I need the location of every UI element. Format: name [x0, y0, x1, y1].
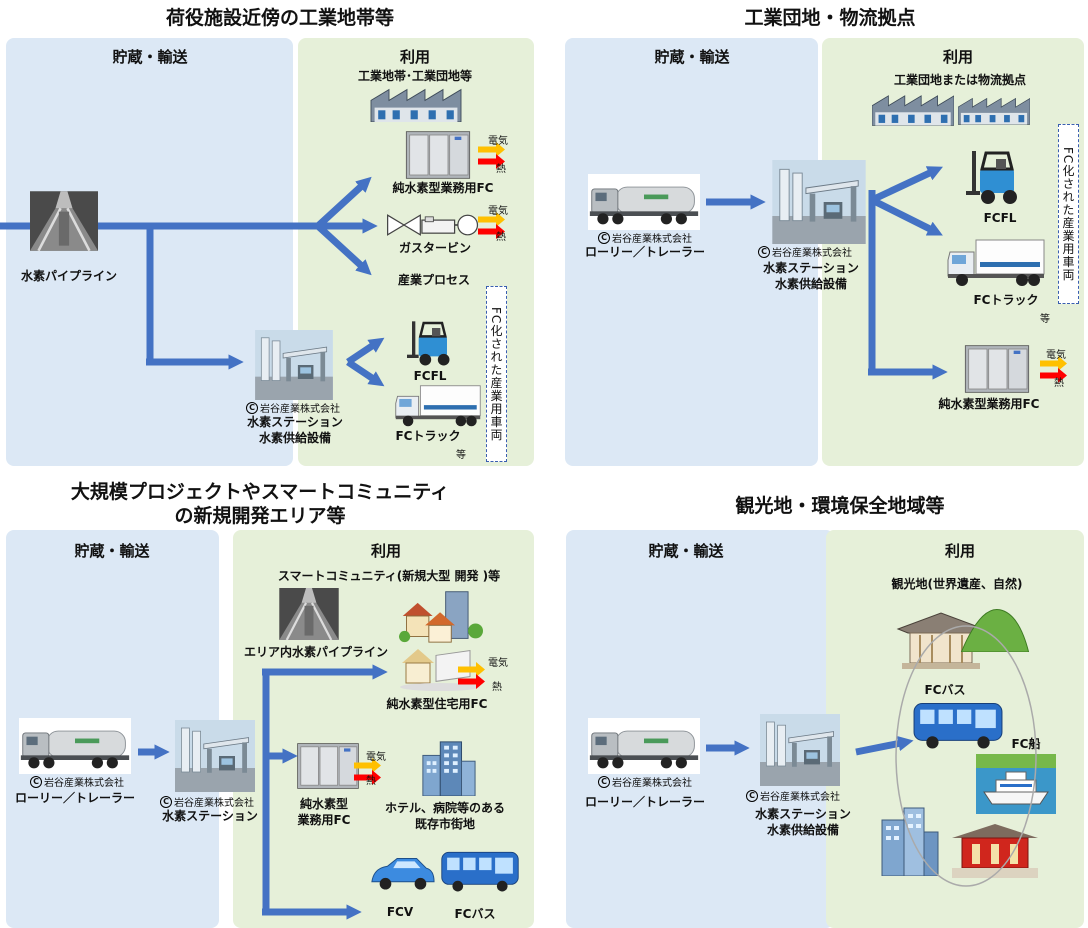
q4-tourist-area-label: 観光地(世界遺産、自然) — [891, 577, 1023, 591]
q2-vertical-note: FC化された産業用車両 — [1058, 124, 1079, 304]
q3-area-pipeline-label: エリア内水素パイプライン — [244, 645, 389, 659]
q3-residential-electricity: 電気 — [488, 658, 508, 669]
q3-hotel-label: ホテル、病院等のある既存市街地 — [384, 801, 505, 831]
q4-fc-bus-label: FCバス — [924, 683, 966, 697]
q1-industrial-process-label: 産業プロセス — [397, 273, 470, 287]
q1-gt-heat: 熱 — [496, 232, 506, 243]
q2-electricity: 電気 — [1046, 350, 1066, 361]
q1-pure-h2-fc-label: 純水素型業務用FC — [392, 181, 494, 195]
q1-usage-heading: 利用 — [399, 48, 430, 66]
q2-fc-truck-label: FCトラック — [973, 293, 1039, 307]
q1-etc: 等 — [456, 450, 466, 461]
q1-fc-electricity: 電気 — [488, 136, 508, 147]
q2-fcfl-label: FCFL — [983, 211, 1017, 225]
q3-fc-bus-label: FCバス — [454, 907, 496, 921]
q2-storage-panel — [565, 38, 818, 466]
q4-lorry-label: ローリー／トレーラー — [584, 795, 705, 809]
q3-pure-h2-residential-label: 純水素型住宅用FC — [386, 697, 488, 711]
q1-industrial-area-label: 工業地帯･工業団地等 — [357, 69, 472, 83]
q3-business-electricity: 電気 — [366, 752, 386, 763]
q3-smart-community-label: スマートコミュニティ(新規大型 開発 )等 — [277, 569, 501, 583]
q1-gt-electricity: 電気 — [488, 206, 508, 217]
q4-storage-heading: 貯蔵・輸送 — [648, 542, 724, 560]
q1-fc-heat: 熱 — [496, 164, 506, 175]
q2-etc: 等 — [1040, 314, 1050, 325]
q4-usage-heading: 利用 — [944, 542, 975, 560]
q3-usage-heading: 利用 — [370, 542, 401, 560]
q4-fc-ship-label: FC船 — [1011, 737, 1041, 751]
q3-fcv-label: FCV — [386, 905, 414, 919]
q1-fcfl-label: FCFL — [413, 369, 447, 383]
q1-storage-heading: 貯蔵・輸送 — [112, 48, 188, 66]
q2-pure-h2-fc-label: 純水素型業務用FC — [938, 397, 1040, 411]
q3-lorry-label: ローリー／トレーラー — [14, 791, 135, 805]
q2-usage-heading: 利用 — [942, 48, 973, 66]
q4-station-label: 水素ステーション水素供給設備 — [755, 807, 851, 837]
q2-area-label: 工業団地または物流拠点 — [893, 73, 1026, 87]
q2-lorry-label: ローリー／トレーラー — [584, 245, 705, 259]
q3-business-heat: 熱 — [366, 776, 376, 787]
q1-vertical-note: FC化された産業用車両 — [486, 286, 507, 462]
q3-station-label: 水素ステーション — [162, 809, 258, 823]
q3-residential-heat: 熱 — [492, 682, 502, 693]
q2-storage-heading: 貯蔵・輸送 — [654, 48, 730, 66]
q1-title: 荷役施設近傍の工業地帯等 — [165, 7, 394, 29]
q3-pure-h2-business-label: 純水素型業務用FC — [297, 797, 351, 827]
q2-heat: 熱 — [1054, 378, 1064, 389]
q2-station-label: 水素ステーション水素供給設備 — [763, 261, 859, 291]
q3-title: 大規模プロジェクトやスマートコミュニティの新規開発エリア等 — [70, 481, 450, 527]
q3-storage-heading: 貯蔵・輸送 — [74, 542, 150, 560]
q1-fc-truck-label: FCトラック — [395, 429, 461, 443]
q1-gas-turbine-label: ガスタービン — [398, 241, 471, 255]
q2-title: 工業団地・物流拠点 — [744, 7, 916, 29]
q1-pipeline-label: 水素パイプライン — [20, 269, 117, 283]
q1-station-label: 水素ステーション水素供給設備 — [247, 415, 343, 445]
q4-title: 観光地・環境保全地域等 — [735, 495, 945, 517]
